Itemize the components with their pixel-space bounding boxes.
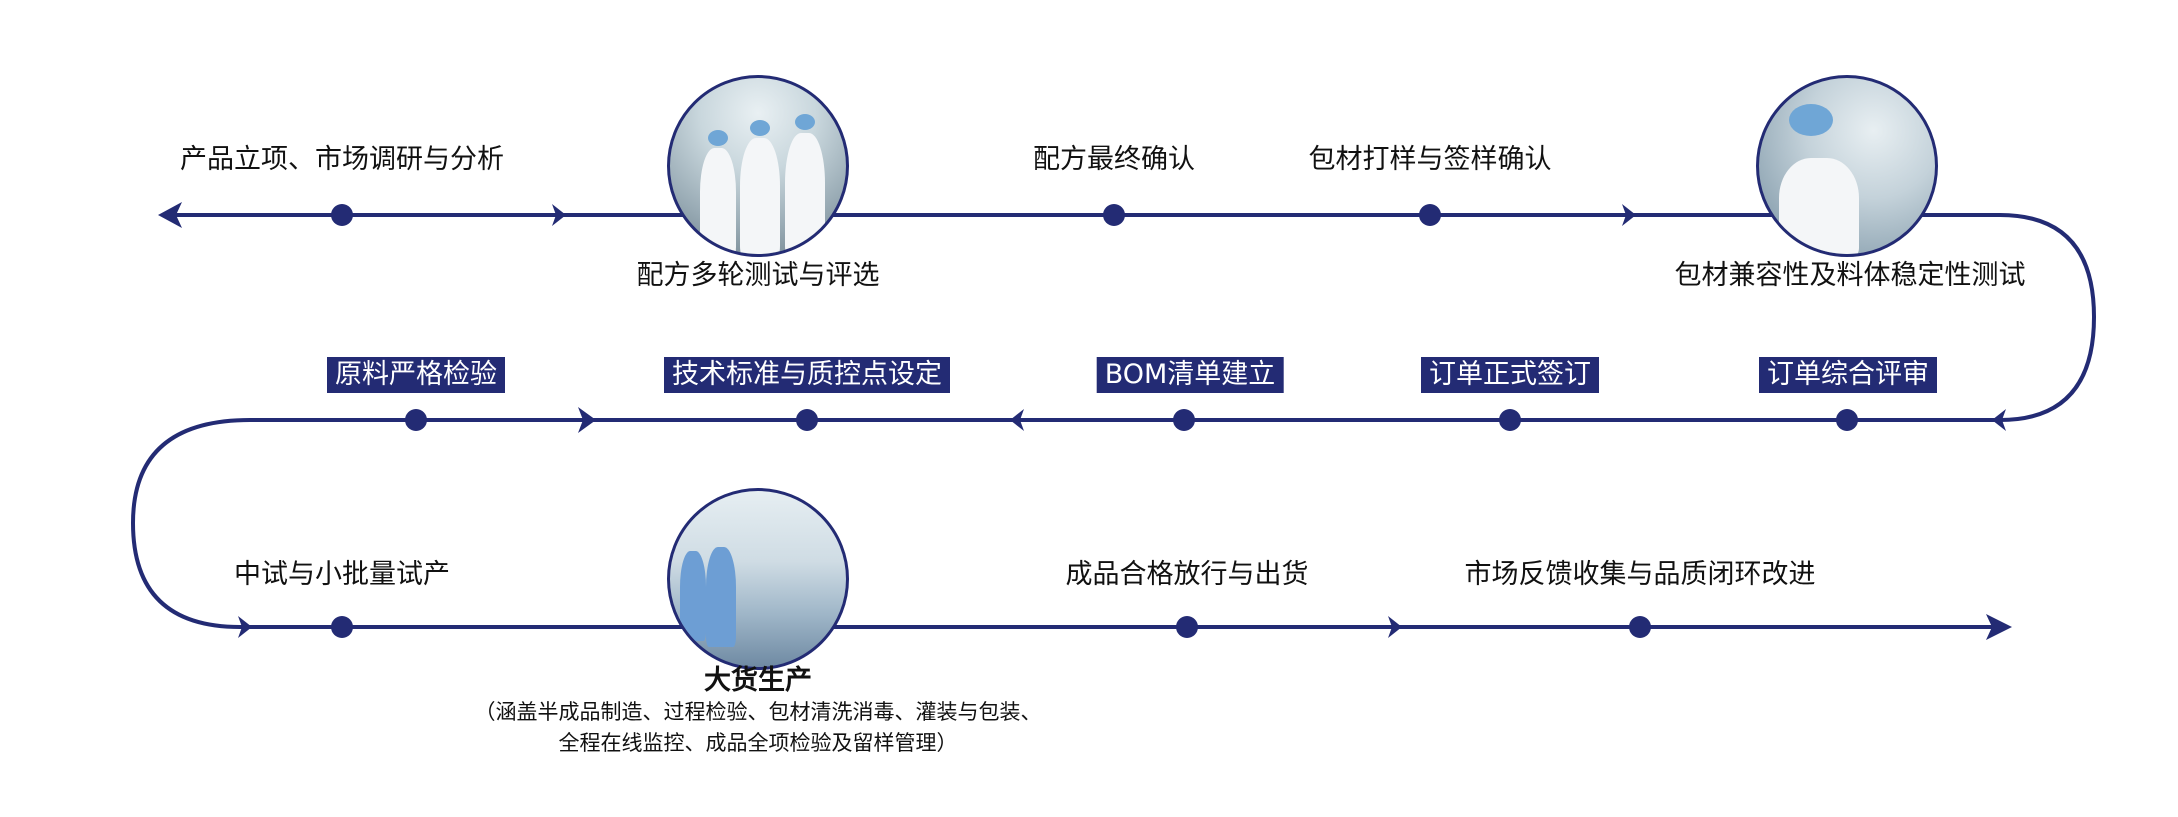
arrow-right-icon xyxy=(1622,204,1636,226)
step-dot xyxy=(405,409,427,431)
step-dot xyxy=(1836,409,1858,431)
step-dot xyxy=(1103,204,1125,226)
step-label: 包材打样与签样确认 xyxy=(1308,144,1552,175)
arrow-left-icon xyxy=(1992,409,2006,431)
step-dot xyxy=(331,204,353,226)
step-label-box: 订单正式签订 xyxy=(1421,357,1599,393)
step-dot xyxy=(1176,616,1198,638)
step-label: 中试与小批量试产 xyxy=(234,559,450,590)
arrow-left-icon xyxy=(158,202,182,228)
step-label: 包材兼容性及料体稳定性测试 xyxy=(1674,260,2026,291)
step-dot xyxy=(1173,409,1195,431)
step-note: 全程在线监控、成品全项检验及留样管理） xyxy=(558,731,958,755)
lab-technician-photo xyxy=(1756,75,1938,257)
step-dot xyxy=(1419,204,1441,226)
step-label: 市场反馈收集与品质闭环改进 xyxy=(1464,559,1816,590)
step-label: 配方最终确认 xyxy=(1033,144,1195,175)
step-label: 配方多轮测试与评选 xyxy=(636,260,880,291)
step-label-box: 订单综合评审 xyxy=(1759,357,1937,393)
step-dot xyxy=(1629,616,1651,638)
step-label: 大货生产 xyxy=(704,665,812,696)
arrow-right-icon xyxy=(1388,616,1402,638)
lab-team-photo xyxy=(667,75,849,257)
step-dot xyxy=(796,409,818,431)
step-dot xyxy=(331,616,353,638)
arrow-end-icon xyxy=(1986,614,2012,640)
step-note: （涵盖半成品制造、过程检验、包材清洗消毒、灌装与包装、 xyxy=(474,700,1042,724)
step-label-box: 原料严格检验 xyxy=(327,357,505,393)
step-label-box: 技术标准与质控点设定 xyxy=(664,357,950,393)
step-dot xyxy=(1499,409,1521,431)
arrow-right-icon xyxy=(552,204,566,226)
arrow-right-icon xyxy=(238,616,252,638)
arrow-left-icon xyxy=(1010,409,1024,431)
production-workshop-photo xyxy=(667,488,849,670)
step-label-box: BOM清单建立 xyxy=(1096,357,1284,393)
step-label: 产品立项、市场调研与分析 xyxy=(180,144,504,175)
row1-line xyxy=(130,213,2097,629)
step-label: 成品合格放行与出货 xyxy=(1065,559,1309,590)
arrow-right-icon xyxy=(578,407,596,433)
